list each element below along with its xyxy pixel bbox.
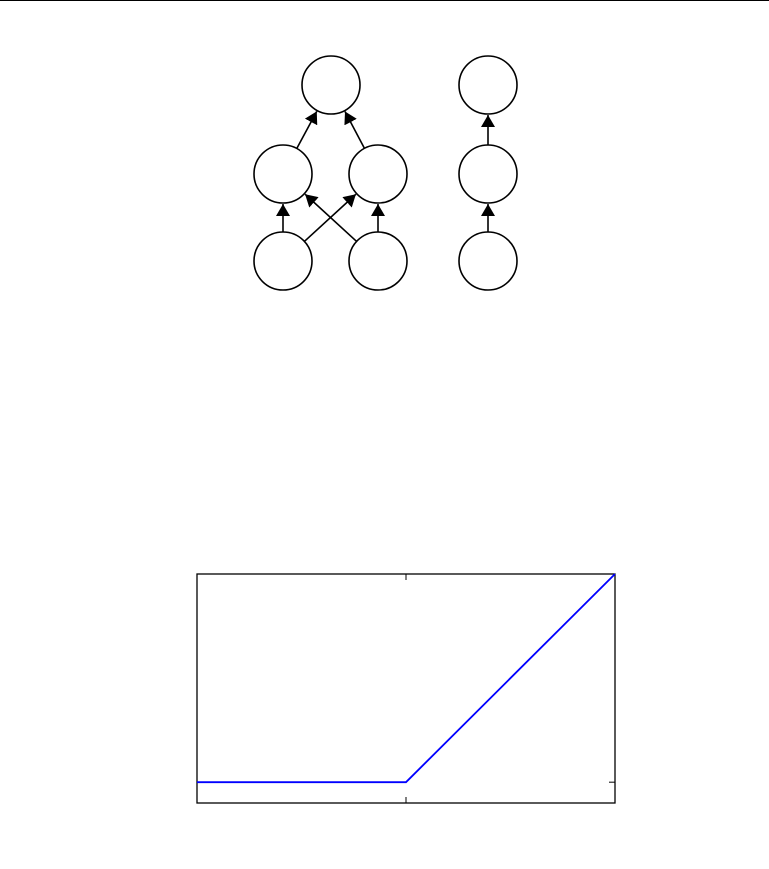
right-graph-node-mid [458,144,518,204]
left-graph-node-mid-right [348,144,408,204]
left-graph [253,55,408,291]
right-graph-node-top [458,55,518,115]
series-line-0 [197,573,616,784]
left-graph-node-bottom-left [253,231,313,291]
top-rule [0,0,769,1]
chart-series [197,573,616,784]
right-graph [458,55,518,291]
left-graph-node-top [301,55,361,115]
chart-frame [196,573,616,804]
chart-ticks [197,574,615,803]
left-graph-node-bottom-right [348,231,408,291]
left-graph-edge-bottom-right-to-mid-left [304,193,358,243]
left-graph-edge-mid-left-to-top [296,111,318,149]
left-graph-node-mid-left [253,144,313,204]
left-graph-edge-mid-right-to-top [344,111,366,149]
right-graph-node-bottom [458,231,518,291]
